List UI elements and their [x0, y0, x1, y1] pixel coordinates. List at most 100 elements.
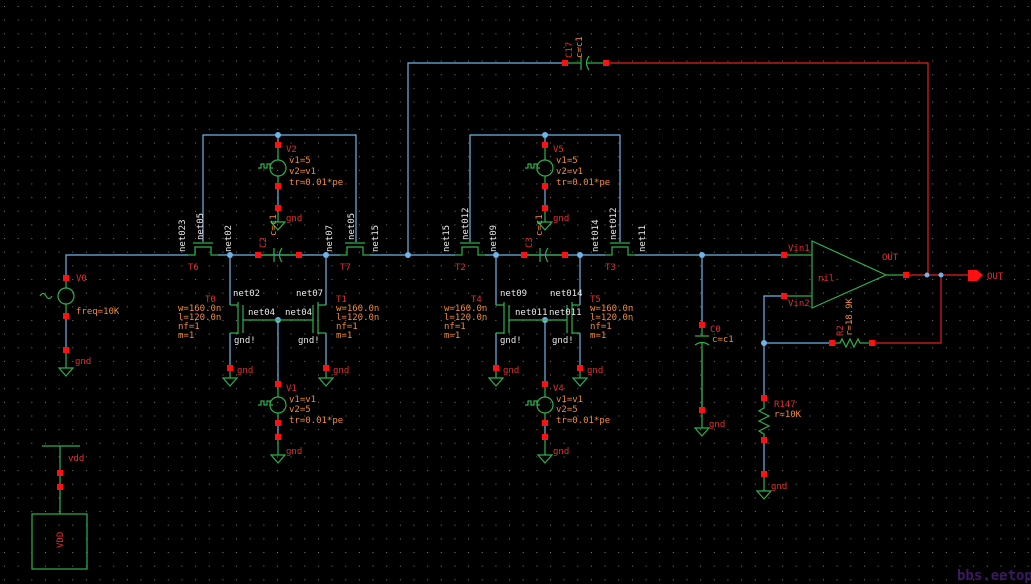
v2-param: v2=v1	[289, 167, 316, 177]
gnd-label: gnd	[709, 420, 725, 430]
nmos-nf: nf=1	[336, 322, 358, 332]
gnd-label: gnd	[553, 214, 569, 224]
gnd-label: gnd	[75, 357, 91, 367]
opamp-nil[interactable]: nil Vin1 Vin2 OUT	[787, 240, 903, 309]
r147-param: r=10K	[774, 410, 802, 420]
net-label: net15	[371, 225, 381, 252]
v4-param: v1=v1	[556, 395, 583, 405]
source-v4[interactable]: V4 v1=v1 v2=5 tr=0.01*pe	[525, 384, 610, 426]
gnd-label: gnd	[771, 482, 787, 492]
nmos-w: w=160.0n	[336, 304, 379, 314]
resistor-r2[interactable]: R2 r=18.9K	[835, 297, 869, 349]
nmos-nf: nf=1	[590, 322, 612, 332]
v1-param: v1=v1	[289, 395, 316, 405]
opamp-out-label: OUT	[882, 253, 899, 263]
v0-param: freq=10K	[76, 307, 120, 317]
v5-param: v2=v1	[556, 167, 583, 177]
source-v1[interactable]: V1 v1=v1 v2=5 tr=0.01*pe	[258, 384, 343, 426]
nmos-l: l=120.0n	[590, 313, 633, 323]
net-label: net05	[347, 213, 357, 240]
wires	[65, 62, 970, 474]
vdd-block-label: VDD	[56, 532, 66, 548]
nmos-name: T0	[205, 295, 216, 305]
v2-name: V2	[286, 145, 297, 155]
nmos-w: w=160.0n	[444, 304, 487, 314]
source-v5[interactable]: V5 v1=5 v2=v1 tr=0.01*pe	[525, 145, 610, 188]
nmos-name: T1	[336, 295, 347, 305]
watermark: bbs.eetop.cn	[957, 568, 1031, 584]
nmos-transistors[interactable]: T0w=160.0nl=120.0nnf=1m=1T1w=160.0nl=120…	[178, 295, 633, 341]
net-label: net09	[500, 289, 527, 299]
net-label: net014	[550, 289, 583, 299]
c0-param: c=c1	[712, 335, 734, 345]
v1-param: v2=5	[289, 405, 311, 415]
pass-transistor[interactable]: T7	[340, 242, 370, 273]
nmos-m: m=1	[336, 331, 352, 341]
gnd-bang-label: gnd!	[234, 336, 256, 346]
opamp-vin1: Vin1	[788, 244, 810, 254]
r2-param: r=18.9K	[845, 297, 855, 336]
net-label: net07	[325, 225, 335, 252]
gnd-bang-label: gnd!	[552, 336, 574, 346]
pass-transistor-name: T2	[455, 263, 466, 273]
out-pin-label: OUT	[987, 272, 1004, 282]
c3-name: C3	[525, 237, 535, 248]
resistor-r147[interactable]: R147 r=10K	[757, 400, 802, 437]
gnd-label: gnd	[587, 366, 603, 376]
capacitor-c2[interactable]: C2 c=c1	[259, 214, 296, 263]
net-label: net012	[609, 207, 619, 240]
v4-param: v2=5	[556, 405, 578, 415]
r147-name: R147	[774, 400, 796, 410]
gnd-label: gnd	[503, 366, 519, 376]
opamp-name: nil	[818, 274, 834, 284]
net-label: net012	[461, 207, 471, 240]
v2-param: v1=5	[289, 156, 311, 166]
source-v2[interactable]: V2 v1=5 v2=v1 tr=0.01*pe	[258, 145, 343, 188]
gnd-bang-label: gnd!	[298, 336, 320, 346]
net-label: net023	[178, 219, 188, 252]
gnd-label: gnd	[553, 447, 569, 457]
pass-transistor-name: T7	[340, 263, 351, 273]
net-label: net02	[224, 225, 234, 252]
nmos-name: T4	[471, 295, 482, 305]
capacitor-c3[interactable]: C3 c=c1	[525, 214, 562, 263]
vdd-net-label: vdd	[68, 454, 84, 464]
opamp-vin2: Vin2	[788, 299, 810, 309]
gnd-bang-label: gnd!	[500, 336, 522, 346]
output-pin-out[interactable]: OUT	[968, 270, 1004, 282]
pass-transistors[interactable]: T6 T7 T2 T3	[188, 242, 635, 273]
ground-symbols	[57, 211, 773, 500]
v5-param: tr=0.01*pe	[556, 178, 610, 188]
nmos-m: m=1	[178, 331, 194, 341]
c17-name: C17	[565, 42, 575, 58]
pass-transistor[interactable]: T2	[455, 242, 485, 273]
net-label: net11	[638, 225, 648, 252]
pass-transistor[interactable]: T3	[605, 242, 635, 273]
gnd-labels: gnd gnd gnd gnd gnd gnd gnd gnd gnd gnd …	[75, 214, 787, 492]
source-v0[interactable]: V0 freq=10K	[39, 274, 120, 317]
net-label: net04	[248, 308, 275, 318]
v4-param: tr=0.01*pe	[556, 416, 610, 426]
capacitor-c0[interactable]: C0 c=c1	[694, 325, 734, 407]
net-label: net04	[285, 308, 312, 318]
c2-param: c=c1	[269, 214, 279, 236]
v1-param: tr=0.01*pe	[289, 416, 343, 426]
nmos-w: w=160.0n	[590, 304, 633, 314]
vdd-source-block[interactable]: vdd VDD	[31, 445, 88, 570]
net-label: net02	[233, 289, 260, 299]
v1-name: V1	[286, 384, 297, 394]
v5-param: v1=5	[556, 156, 578, 166]
nmos-l: l=120.0n	[336, 313, 379, 323]
pass-transistor[interactable]: T6	[188, 242, 218, 273]
pass-transistor-name: T6	[188, 263, 199, 273]
nmos-name: T5	[590, 295, 601, 305]
capacitor-c17[interactable]: C17 c=c1	[565, 36, 603, 71]
net-label: net011	[515, 308, 548, 318]
net-label: net09	[489, 225, 499, 252]
